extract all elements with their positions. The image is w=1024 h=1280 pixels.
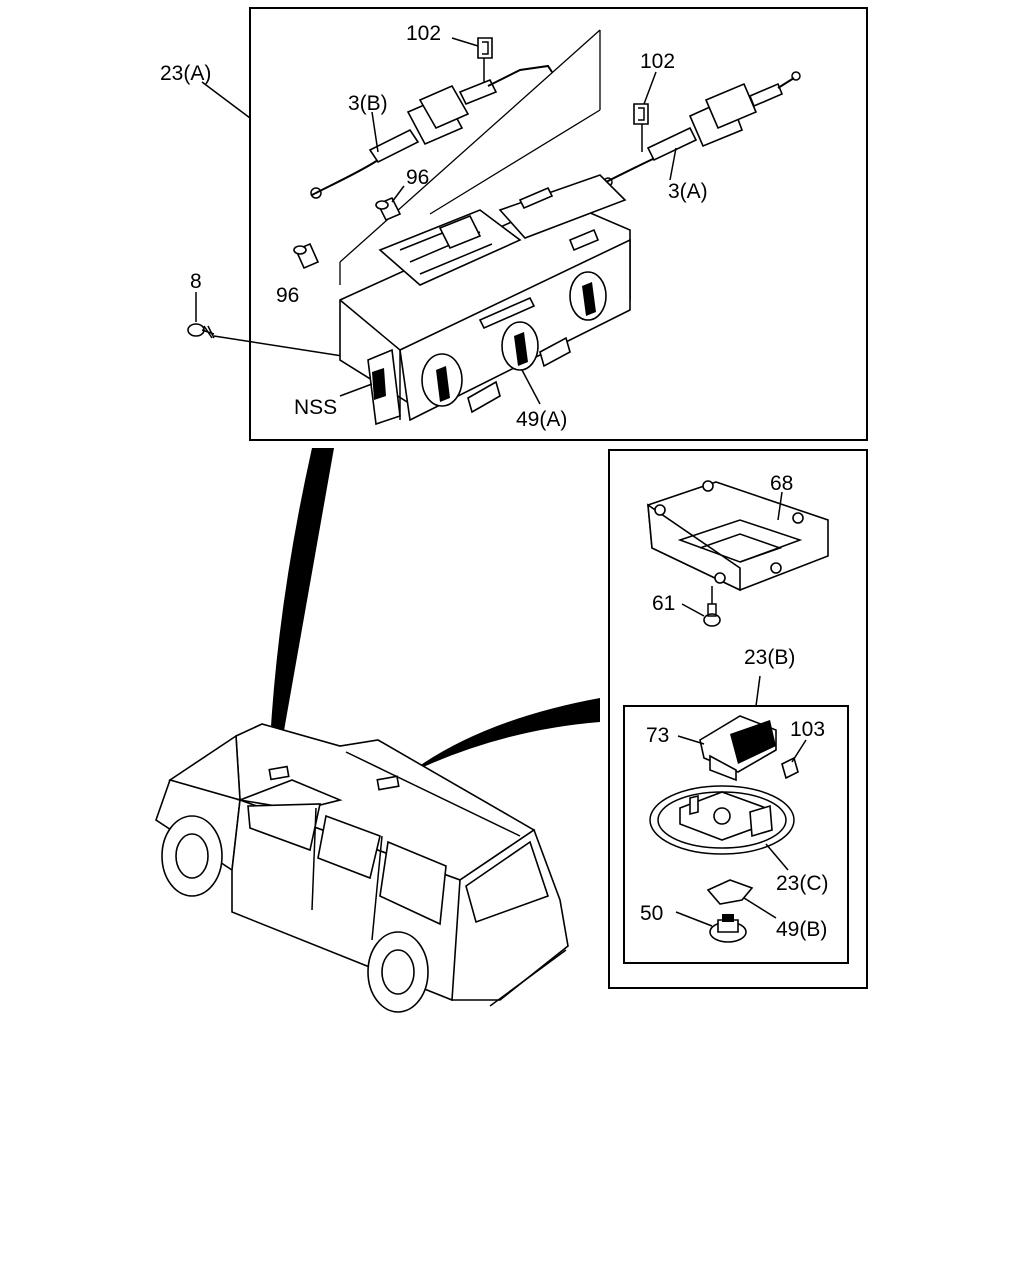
leader-49b	[743, 897, 777, 919]
knob-left	[421, 353, 463, 407]
leader-50	[675, 911, 713, 927]
label-3b: 3(B)	[348, 92, 388, 115]
knob-middle	[501, 321, 539, 371]
label-102-left: 102	[406, 22, 441, 45]
label-61: 61	[652, 592, 675, 615]
hvac-control-body	[339, 174, 631, 426]
cable-3b	[310, 64, 553, 199]
leader-23a	[201, 81, 251, 119]
rear-unit-group: 68 61 23(B) 73 103 23(C) 50 49(B)	[608, 449, 868, 989]
leader-23b	[755, 675, 761, 707]
pointer-rear-location	[408, 698, 600, 774]
knob-panel-49b	[706, 879, 754, 905]
leader-23c	[765, 843, 789, 871]
label-23b: 23(B)	[744, 646, 795, 669]
front-wheel	[161, 815, 223, 897]
pointer-front-location	[270, 448, 334, 742]
cable-dashed-outline	[339, 29, 601, 285]
clip-103	[781, 756, 799, 780]
knob-right	[569, 271, 607, 321]
leader-3b	[371, 111, 379, 153]
leader-103	[791, 739, 807, 763]
cable-3a	[603, 71, 801, 187]
screw-61	[703, 603, 721, 627]
rear-unit-subframe	[623, 705, 849, 964]
label-96-lower: 96	[276, 284, 299, 307]
knob-50	[709, 914, 747, 943]
label-nss: NSS	[294, 396, 337, 419]
rear-wheel	[367, 931, 429, 1013]
switch-73	[699, 715, 777, 782]
label-49b: 49(B)	[776, 918, 827, 941]
rear-roof-marker	[376, 775, 400, 791]
label-96-upper: 96	[406, 166, 429, 189]
leader-102-right	[643, 71, 657, 105]
label-8: 8	[190, 270, 202, 293]
label-49a: 49(A)	[516, 408, 567, 431]
label-23c: 23(C)	[776, 872, 829, 895]
gasket-23c	[649, 785, 795, 855]
bulb-96-upper	[375, 196, 402, 222]
label-50: 50	[640, 902, 663, 925]
label-3a: 3(A)	[668, 180, 708, 203]
leader-68	[777, 491, 783, 521]
leader-3a	[669, 147, 677, 181]
leader-49a	[521, 369, 541, 405]
clip-102-left	[477, 37, 493, 82]
label-103: 103	[790, 718, 825, 741]
label-73: 73	[646, 724, 669, 747]
leader-96-upper	[391, 185, 405, 203]
leader-61	[681, 603, 705, 617]
label-102-right: 102	[640, 50, 675, 73]
label-68: 68	[770, 472, 793, 495]
front-control-panel-group: 23(A) 3(B) 102 102 3(A) 96 96 8 NSS 49(A…	[160, 7, 868, 441]
rear-panel-frame	[608, 449, 868, 989]
leader-nss	[339, 383, 373, 397]
front-roof-marker	[268, 765, 290, 781]
bulb-96-lower	[293, 242, 320, 270]
front-panel-frame	[249, 7, 868, 441]
vehicle-illustration	[155, 723, 569, 1013]
label-23a: 23(A)	[160, 62, 211, 85]
leader-73	[677, 735, 705, 745]
leader-102-left	[451, 37, 479, 47]
clip-102-right	[633, 103, 649, 152]
bracket-68	[647, 480, 829, 604]
